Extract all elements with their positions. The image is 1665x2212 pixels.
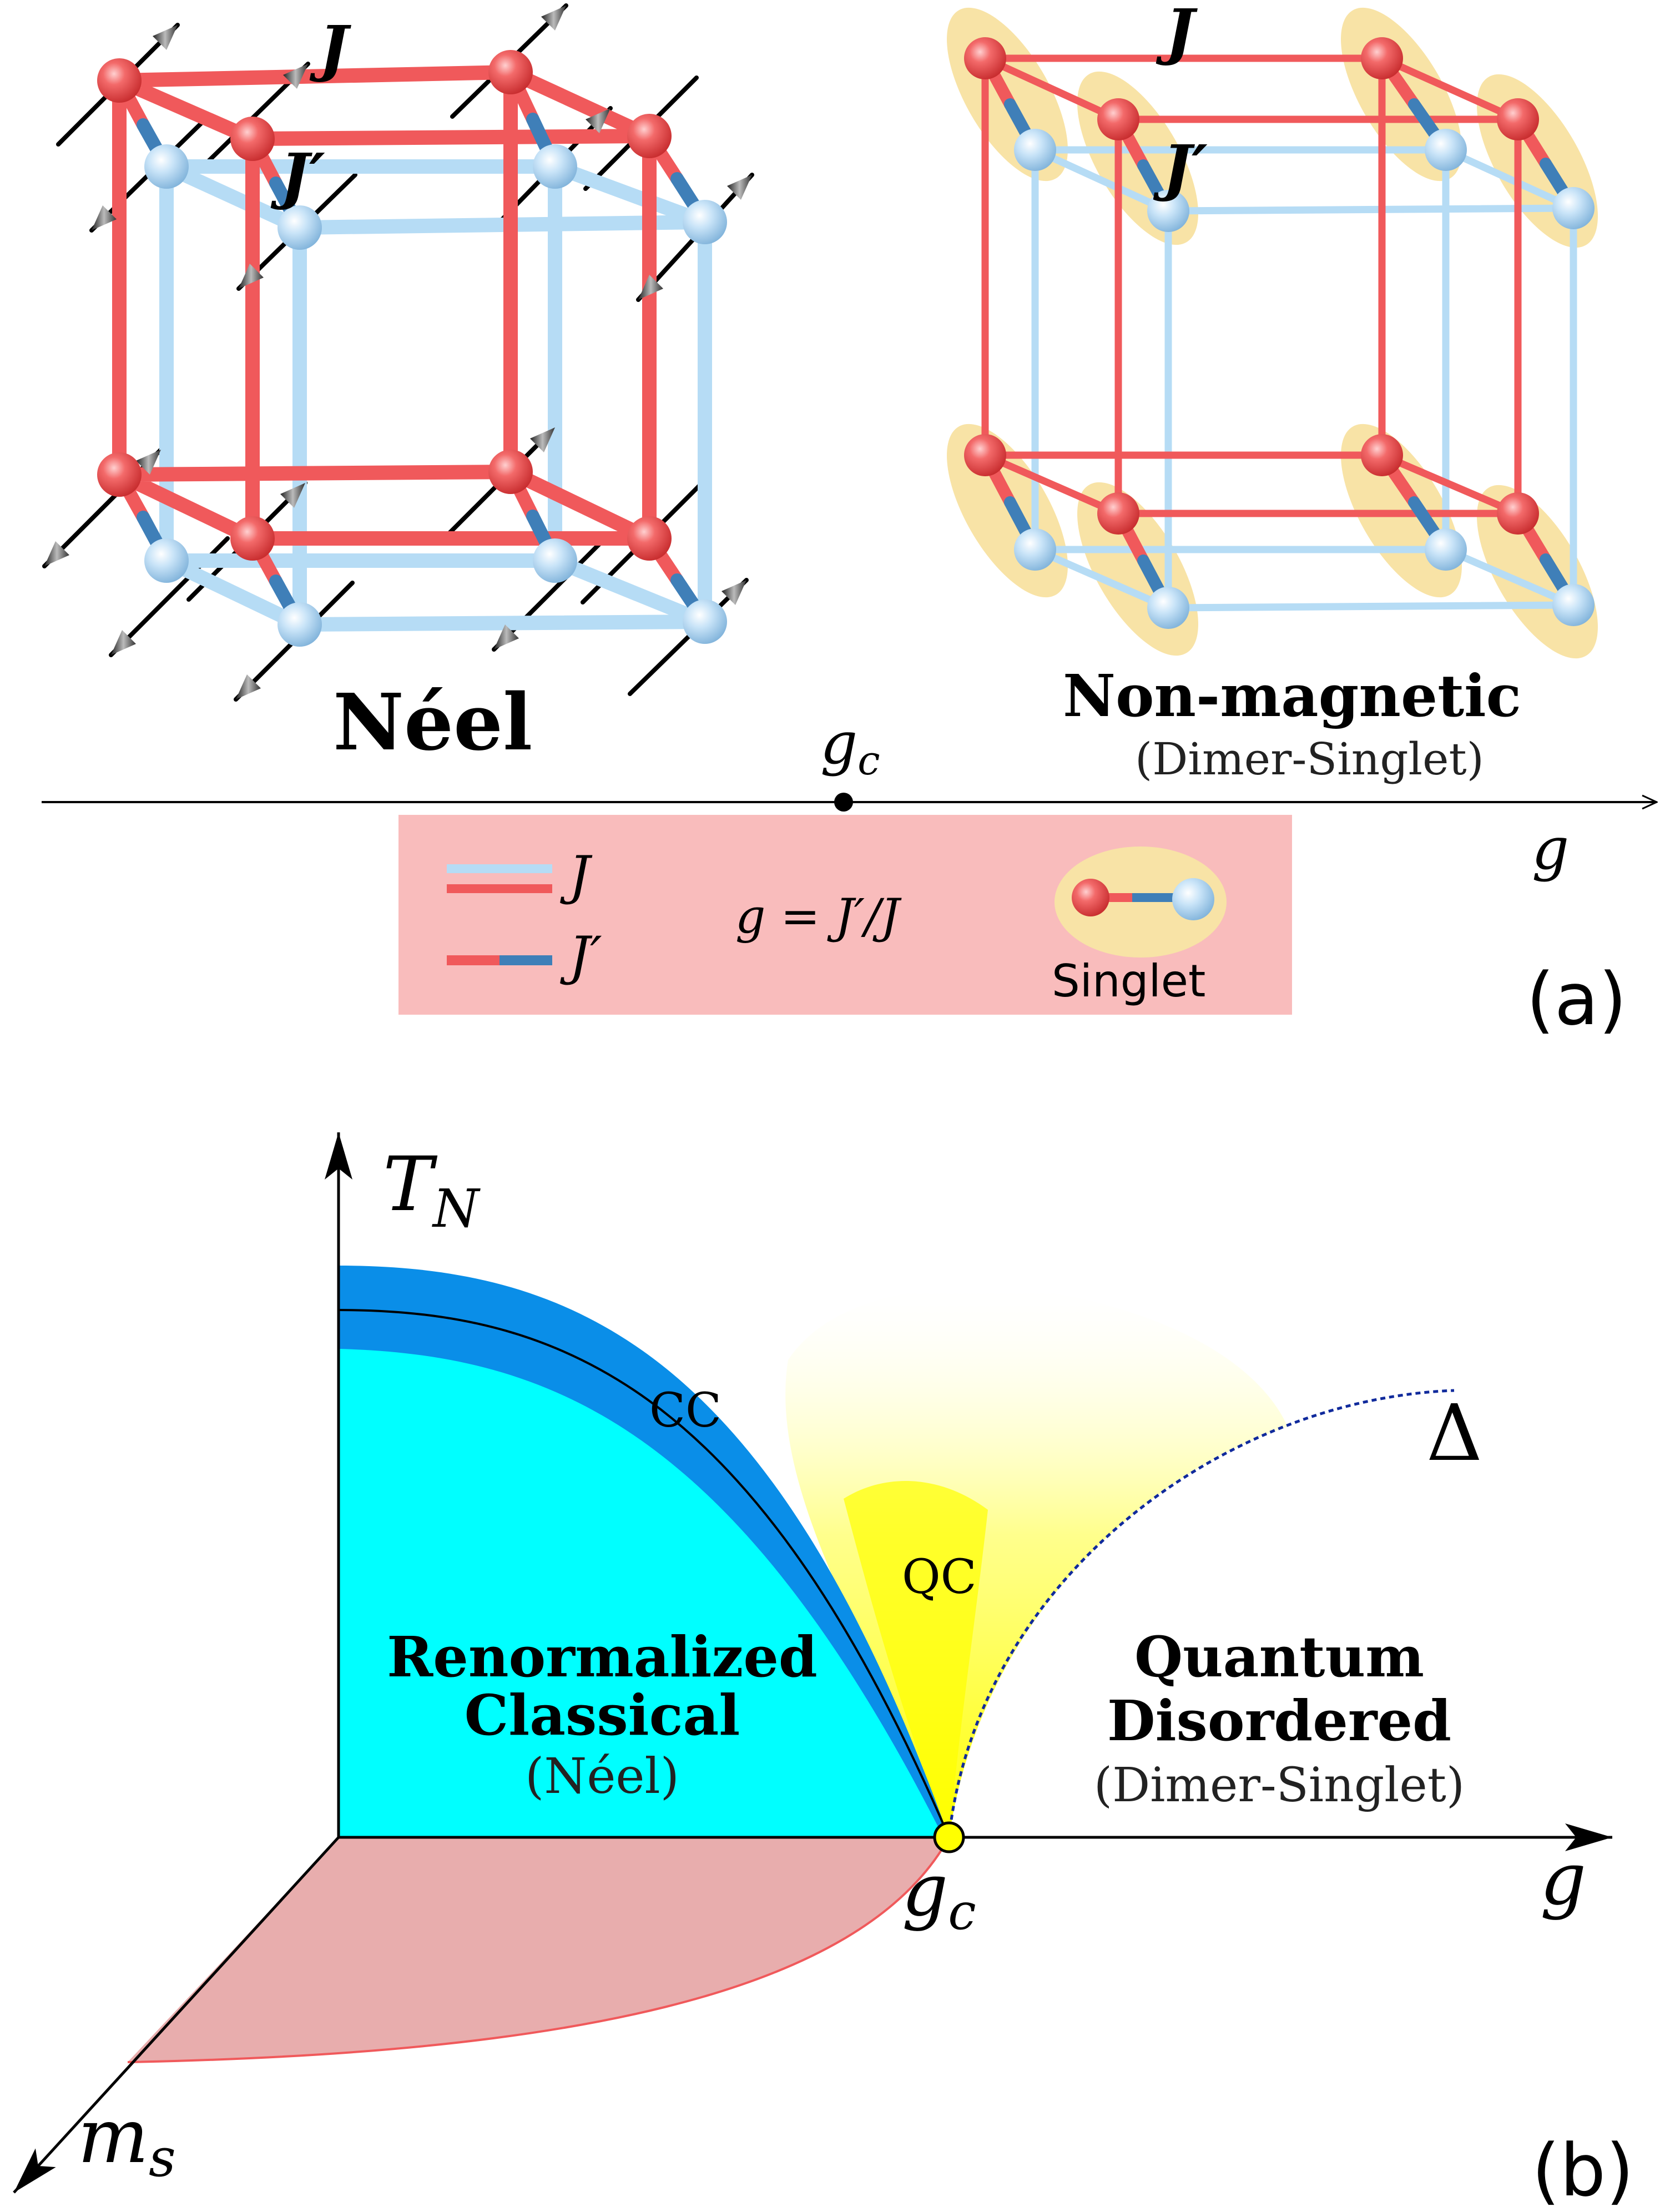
critical-point-dot (834, 793, 853, 812)
qc-label: QC (902, 1550, 977, 1605)
nonmag-subcaption: (Dimer-Singlet) (1135, 733, 1484, 785)
dimer-blue-atoms (1014, 129, 1595, 629)
ms-axis-label: ms (78, 2093, 176, 2189)
qc-inner-glow (844, 1480, 988, 1837)
qd-subtitle: (Dimer-Singlet) (1094, 1758, 1465, 1813)
legend-box: J J′ g = J′/J Singlet (398, 815, 1292, 1015)
panel-a-gc-label: gc (820, 709, 880, 784)
tn-axis-label: TN (383, 1141, 481, 1239)
qd-title-line1: Quantum (1134, 1624, 1424, 1690)
neel-transition-line (338, 1309, 950, 1838)
rc-subtitle: (Néel) (525, 1747, 679, 1805)
panel-a-label: (a) (1526, 957, 1627, 1041)
neel-lattice: J J′ (42, 3, 754, 702)
qd-title-line2: Disordered (1107, 1688, 1451, 1754)
dimer-lattice: J J′ (947, 0, 1598, 659)
gc-point-label: gc (902, 1848, 976, 1941)
blue-atoms (144, 144, 727, 647)
cc-label: CC (649, 1383, 722, 1438)
red-atoms (97, 50, 672, 561)
outer-j-lattice (112, 65, 657, 546)
gap-label: Δ (1426, 1388, 1482, 1479)
quantum-critical-point (933, 1821, 965, 1853)
neel-caption: Néel (333, 677, 532, 768)
g-axis-label: g (1540, 1837, 1586, 1921)
panel-a-g-axis: gc g (42, 709, 1657, 883)
gap-line (947, 1389, 1455, 1838)
spin-arrows (44, 6, 752, 699)
nonmag-caption: Non-magnetic (1063, 662, 1521, 730)
dimer-red-atoms (964, 37, 1539, 535)
legend-singlet-label: Singlet (1052, 955, 1205, 1007)
ordered-moment-area (128, 1837, 949, 2062)
renormalized-classical-region (339, 1349, 944, 1837)
panel-b-label: (b) (1532, 2128, 1634, 2212)
rc-title-line2: Classical (465, 1682, 740, 1748)
rc-title-line1: Renormalized (387, 1624, 818, 1690)
legend-definition: g = J′/J (735, 889, 902, 944)
phase-diagram: TN g ms gc CC QC Δ Renormalized Classica… (13, 1132, 1612, 2194)
panel-a-g-label: g (1532, 815, 1569, 883)
